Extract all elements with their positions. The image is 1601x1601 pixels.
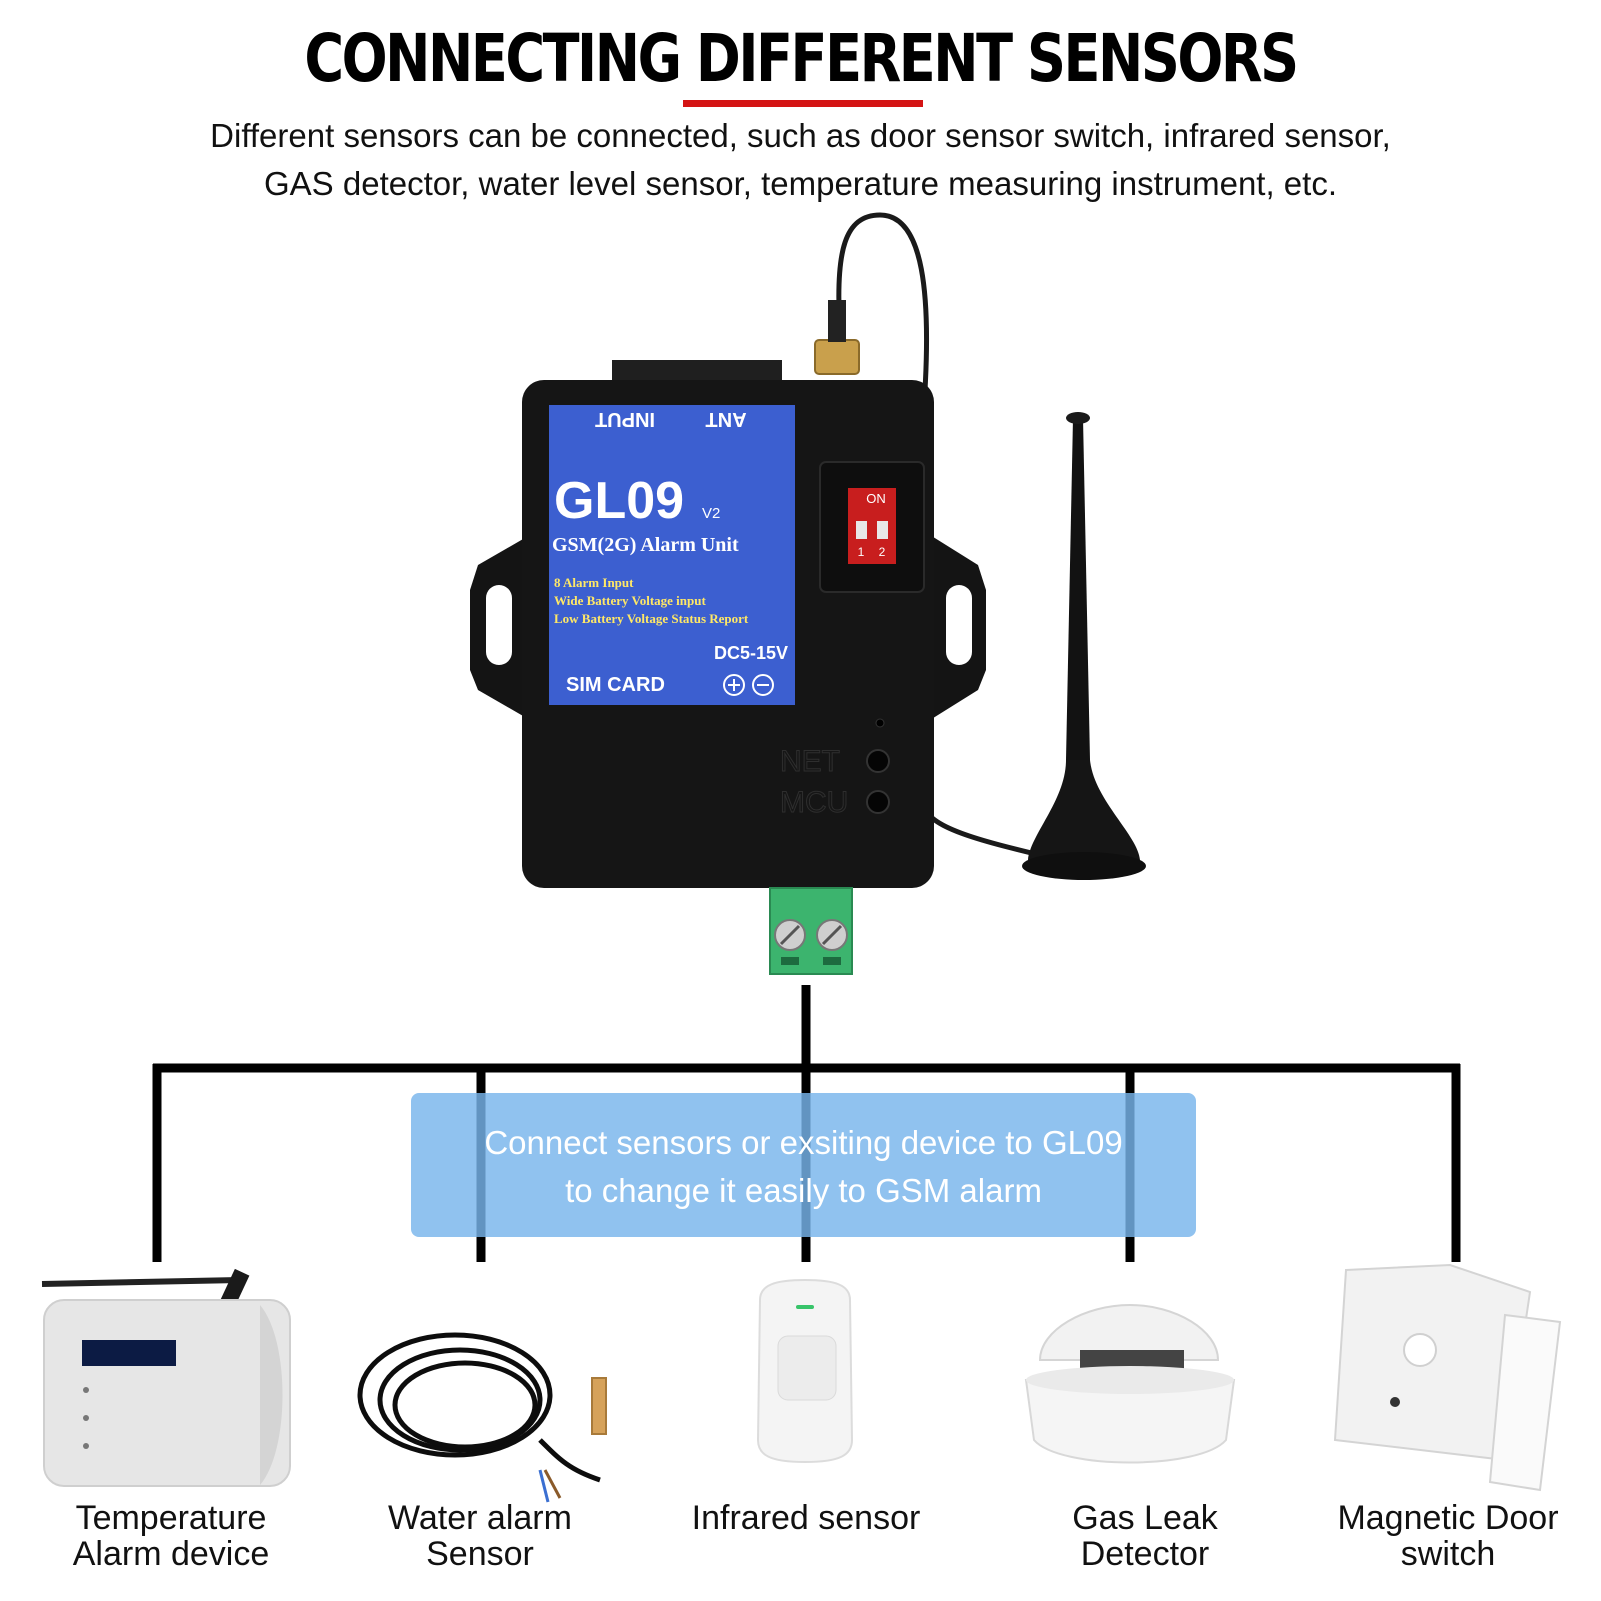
power-rating: DC5-15V — [714, 643, 788, 663]
sensor-label-line: Magnetic Door — [1337, 1499, 1559, 1537]
sensor-label-gas: Gas Leak Detector — [995, 1500, 1295, 1572]
device-label — [549, 405, 795, 705]
water-alarm-sensor-image — [357, 1332, 607, 1503]
callout-box: Connect sensors or exsiting device to GL… — [411, 1093, 1196, 1237]
sensor-label-line: Temperature — [75, 1499, 267, 1537]
temperature-alarm-device-image — [41, 1268, 291, 1487]
minus-icon — [752, 674, 774, 696]
dip-2-label: 2 — [879, 545, 886, 559]
led-net-label: NET — [780, 745, 840, 778]
gas-leak-detector-image — [1024, 1303, 1236, 1464]
antenna-base — [1022, 852, 1146, 880]
subtitle-line-2: GAS detector, water level sensor, temper… — [264, 165, 1337, 202]
callout-line-2: to change it easily to GSM alarm — [565, 1172, 1042, 1209]
antenna-cable — [836, 212, 1061, 863]
device-name: GSM(2G) Alarm Unit — [552, 534, 739, 556]
dip-on-label: ON — [866, 491, 886, 506]
feature-2: Wide Battery Voltage input — [554, 593, 706, 608]
sensor-label-line: Sensor — [426, 1535, 534, 1573]
sensor-label-line: Detector — [1080, 1535, 1210, 1573]
sensor-label-line: Alarm device — [72, 1535, 270, 1573]
sensor-label-line: Water alarm — [388, 1499, 572, 1537]
sim-card-label: SIM CARD — [566, 674, 665, 696]
sensor-label-water: Water alarm Sensor — [330, 1500, 630, 1572]
label-input: INPUT — [595, 408, 655, 430]
dip-1-label: 1 — [858, 545, 865, 559]
infrared-sensor-image — [756, 1278, 854, 1464]
model-name: GL09 — [554, 472, 684, 530]
label-ant: ANT — [705, 408, 746, 430]
sensor-label-line: Gas Leak — [1072, 1499, 1218, 1537]
title-underline — [683, 100, 923, 107]
magnetic-door-switch-image — [1333, 1263, 1562, 1492]
plus-icon — [723, 674, 745, 696]
sensor-label-door: Magnetic Door switch — [1298, 1500, 1598, 1572]
subtitle: Different sensors can be connected, such… — [0, 112, 1601, 208]
sensor-label-line: switch — [1400, 1535, 1496, 1573]
page-title: CONNECTING DIFFERENT SENSORS — [304, 20, 1299, 97]
antenna — [1066, 418, 1090, 760]
led-mcu-label: MCU — [780, 786, 848, 819]
sensor-label-line: Infrared sensor — [691, 1499, 921, 1537]
sensor-label-temperature: Temperature Alarm device — [21, 1500, 321, 1572]
feature-3: Low Battery Voltage Status Report — [554, 611, 749, 626]
model-version: V2 — [702, 505, 720, 522]
callout-line-1: Connect sensors or exsiting device to GL… — [484, 1124, 1123, 1161]
subtitle-line-1: Different sensors can be connected, such… — [210, 117, 1391, 154]
sensor-label-infrared: Infrared sensor — [656, 1500, 956, 1536]
net-led — [866, 749, 890, 773]
feature-1: 8 Alarm Input — [554, 575, 634, 590]
mcu-led — [866, 790, 890, 814]
